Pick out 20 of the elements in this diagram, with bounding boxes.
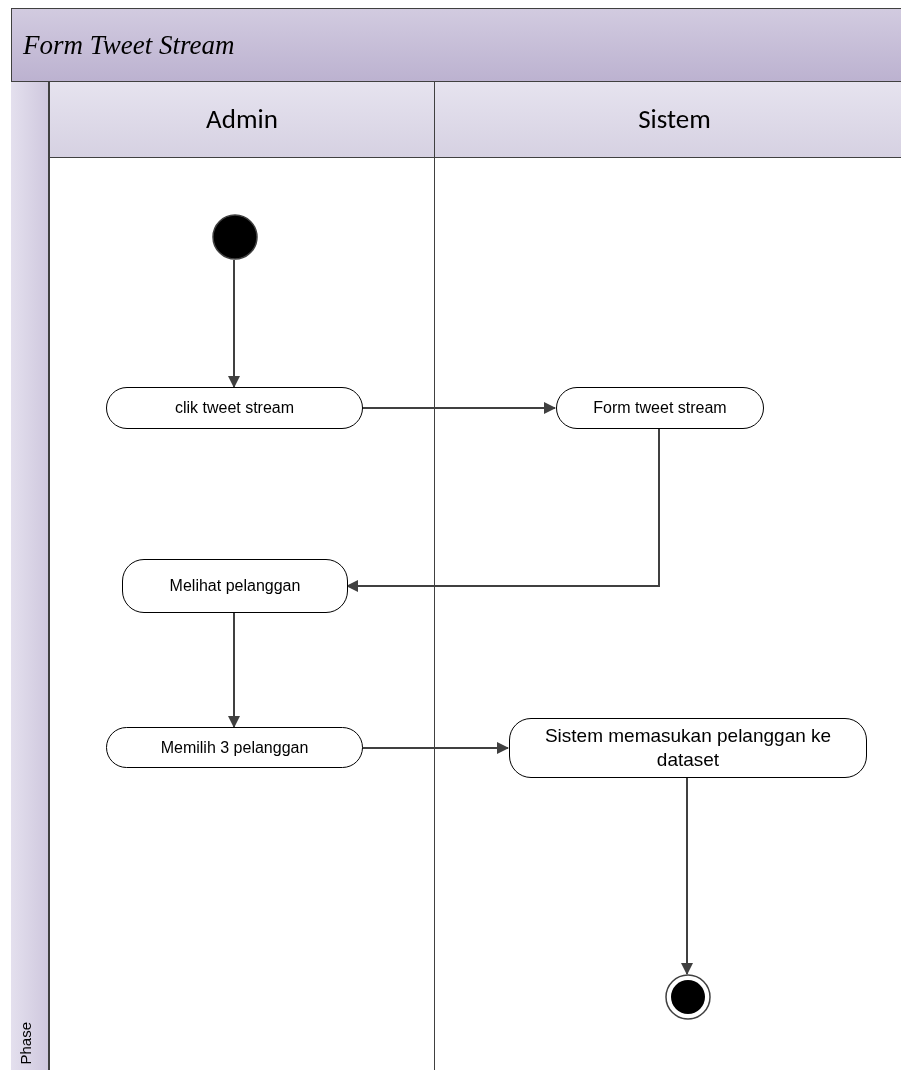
- flow-arrow: [228, 259, 240, 388]
- pool-title: Form Tweet Stream: [23, 28, 235, 62]
- flow-arrow: [681, 777, 693, 975]
- flow-arrow: [346, 428, 660, 592]
- initial-node: [212, 214, 258, 260]
- phase-band: [11, 82, 49, 1070]
- phase-label: Phase: [15, 1021, 35, 1064]
- action-box: Melihat pelanggan: [122, 559, 348, 613]
- swimlane: [434, 82, 901, 1070]
- flow-arrow: [361, 742, 509, 754]
- action-box: Sistem memasukan pelanggan ke dataset: [509, 718, 867, 778]
- swimlane: [49, 82, 434, 1070]
- action-box: Memilih 3 pelanggan: [106, 727, 363, 768]
- flow-arrow: [361, 402, 556, 414]
- action-box: clik tweet stream: [106, 387, 363, 429]
- flow-arrow: [228, 612, 240, 728]
- lane-header: Admin: [206, 101, 278, 138]
- final-node: [665, 974, 711, 1020]
- lane-header: Sistem: [638, 101, 711, 138]
- action-box: Form tweet stream: [556, 387, 764, 429]
